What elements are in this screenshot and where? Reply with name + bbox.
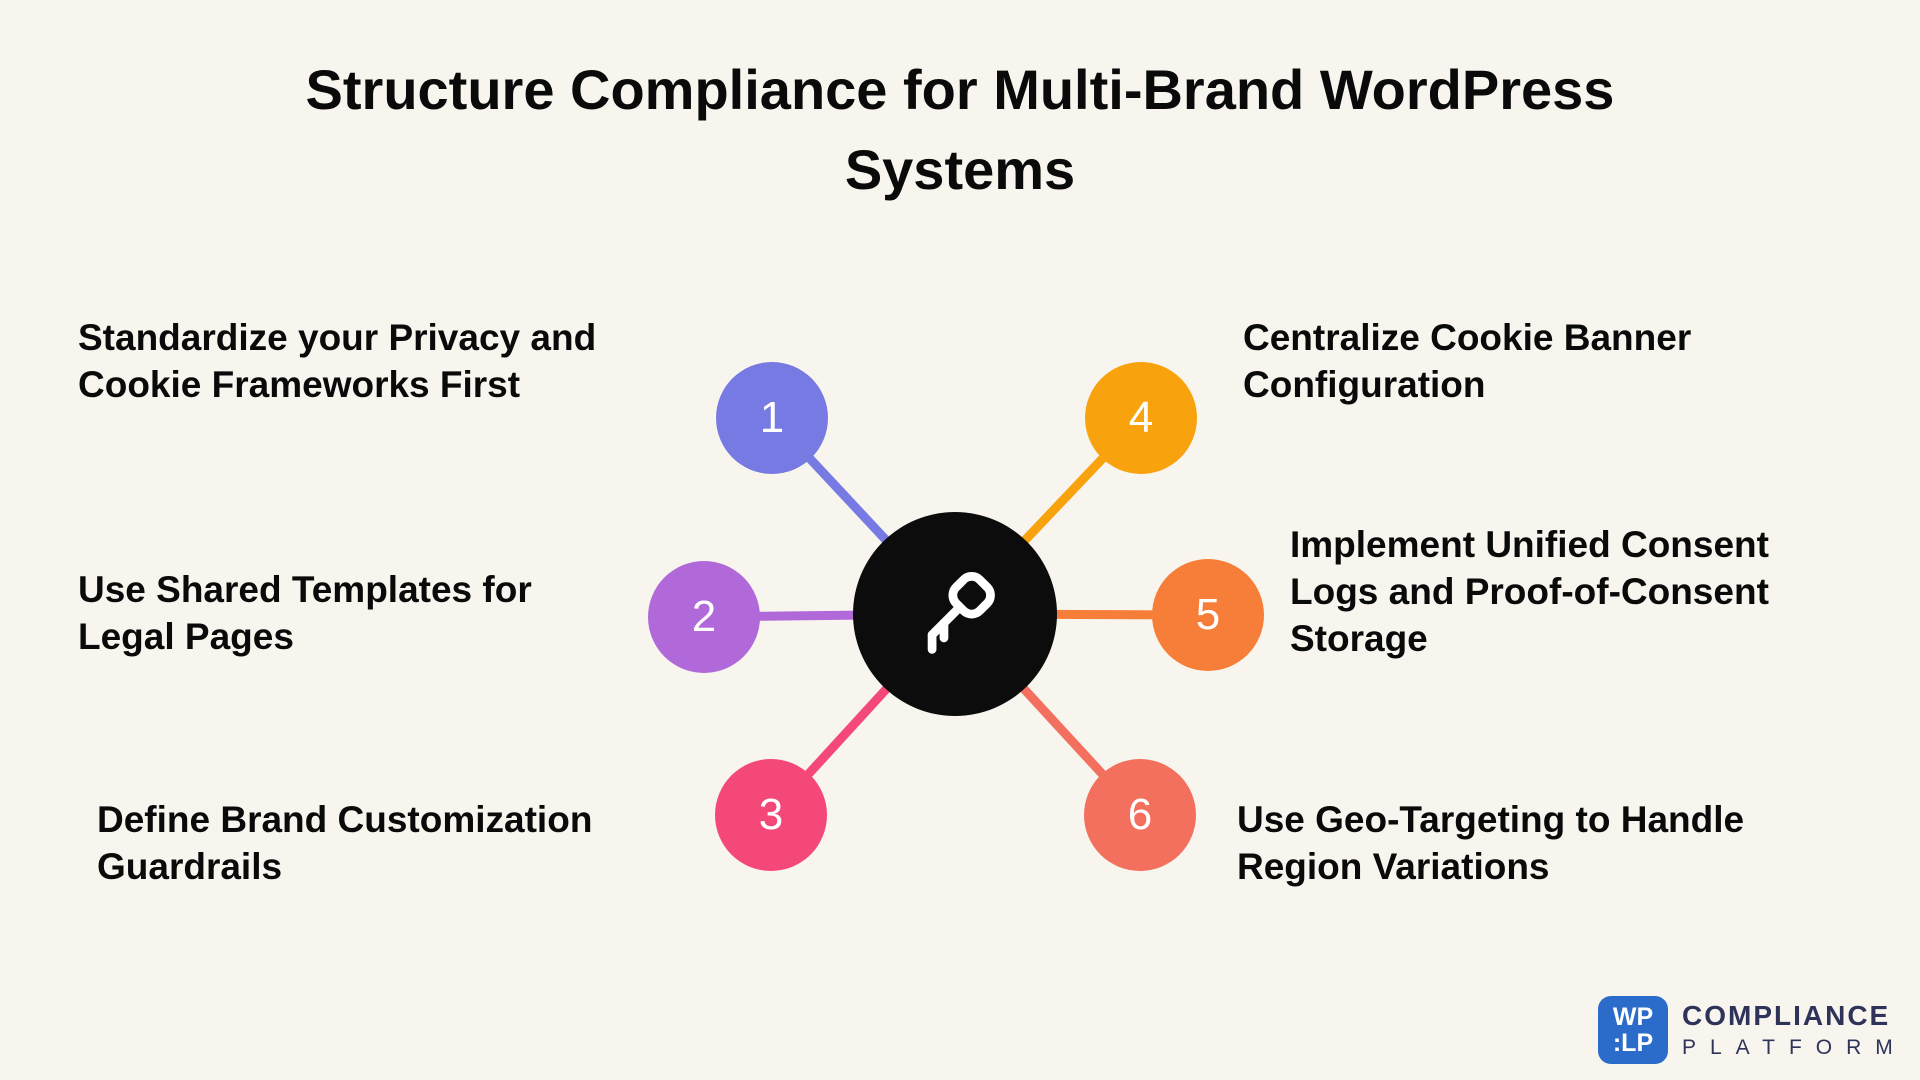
step-label-3-line1: Define Brand Customization: [97, 799, 593, 840]
step-node-6: 6: [1084, 759, 1196, 871]
step-label-5-line1: Implement Unified Consent: [1290, 524, 1769, 565]
step-number-3: 3: [758, 790, 784, 839]
hub-circle: [853, 512, 1057, 716]
step-label-6-line1: Use Geo-Targeting to Handle: [1237, 799, 1745, 840]
step-number-1: 1: [759, 393, 785, 442]
page-title-line2: Systems: [844, 138, 1076, 201]
step-node-2: 2: [648, 561, 760, 673]
brand-logo: WP :LP COMPLIANCE PLATFORM: [1598, 996, 1907, 1064]
step-node-3: 3: [715, 759, 827, 871]
step-label-1-line2: Cookie Frameworks First: [78, 364, 521, 405]
step-label-4: Centralize Cookie Banner Configuration: [1243, 314, 1691, 408]
logo-mark-line1: WP: [1612, 1003, 1654, 1031]
step-label-2-line2: Legal Pages: [78, 616, 294, 657]
step-label-3: Define Brand Customization Guardrails: [97, 796, 592, 890]
logo-mark-line2: :LP: [1612, 1029, 1654, 1057]
step-number-2: 2: [691, 592, 717, 641]
step-label-6: Use Geo-Targeting to Handle Region Varia…: [1237, 796, 1744, 890]
step-label-2-line1: Use Shared Templates for: [78, 569, 532, 610]
logo-name-line1: COMPLIANCE: [1682, 1000, 1891, 1031]
step-label-6-line2: Region Variations: [1237, 846, 1550, 887]
step-label-2: Use Shared Templates for Legal Pages: [78, 566, 532, 660]
step-label-5-line2: Logs and Proof-of-Consent: [1290, 571, 1769, 612]
step-label-4-line1: Centralize Cookie Banner: [1243, 317, 1692, 358]
page-title: Structure Compliance for Multi-Brand Wor…: [0, 50, 1920, 210]
page-title-line1: Structure Compliance for Multi-Brand Wor…: [305, 58, 1615, 121]
step-node-1: 1: [716, 362, 828, 474]
step-label-5-line3: Storage: [1290, 618, 1428, 659]
step-number-5: 5: [1195, 590, 1221, 639]
step-node-5: 5: [1152, 559, 1264, 671]
logo-name-line2: PLATFORM: [1682, 1036, 1907, 1059]
step-label-1: Standardize your Privacy and Cookie Fram…: [78, 314, 596, 408]
step-label-1-line1: Standardize your Privacy and: [78, 317, 597, 358]
step-number-4: 4: [1128, 393, 1154, 442]
step-label-3-line2: Guardrails: [97, 846, 283, 887]
step-label-5: Implement Unified Consent Logs and Proof…: [1290, 521, 1769, 662]
logo-mark: WP :LP: [1598, 996, 1668, 1064]
step-label-4-line2: Configuration: [1243, 364, 1486, 405]
step-number-6: 6: [1127, 790, 1153, 839]
key-icon: [927, 572, 995, 654]
step-node-4: 4: [1085, 362, 1197, 474]
logo-name: COMPLIANCE PLATFORM: [1682, 1000, 1907, 1060]
